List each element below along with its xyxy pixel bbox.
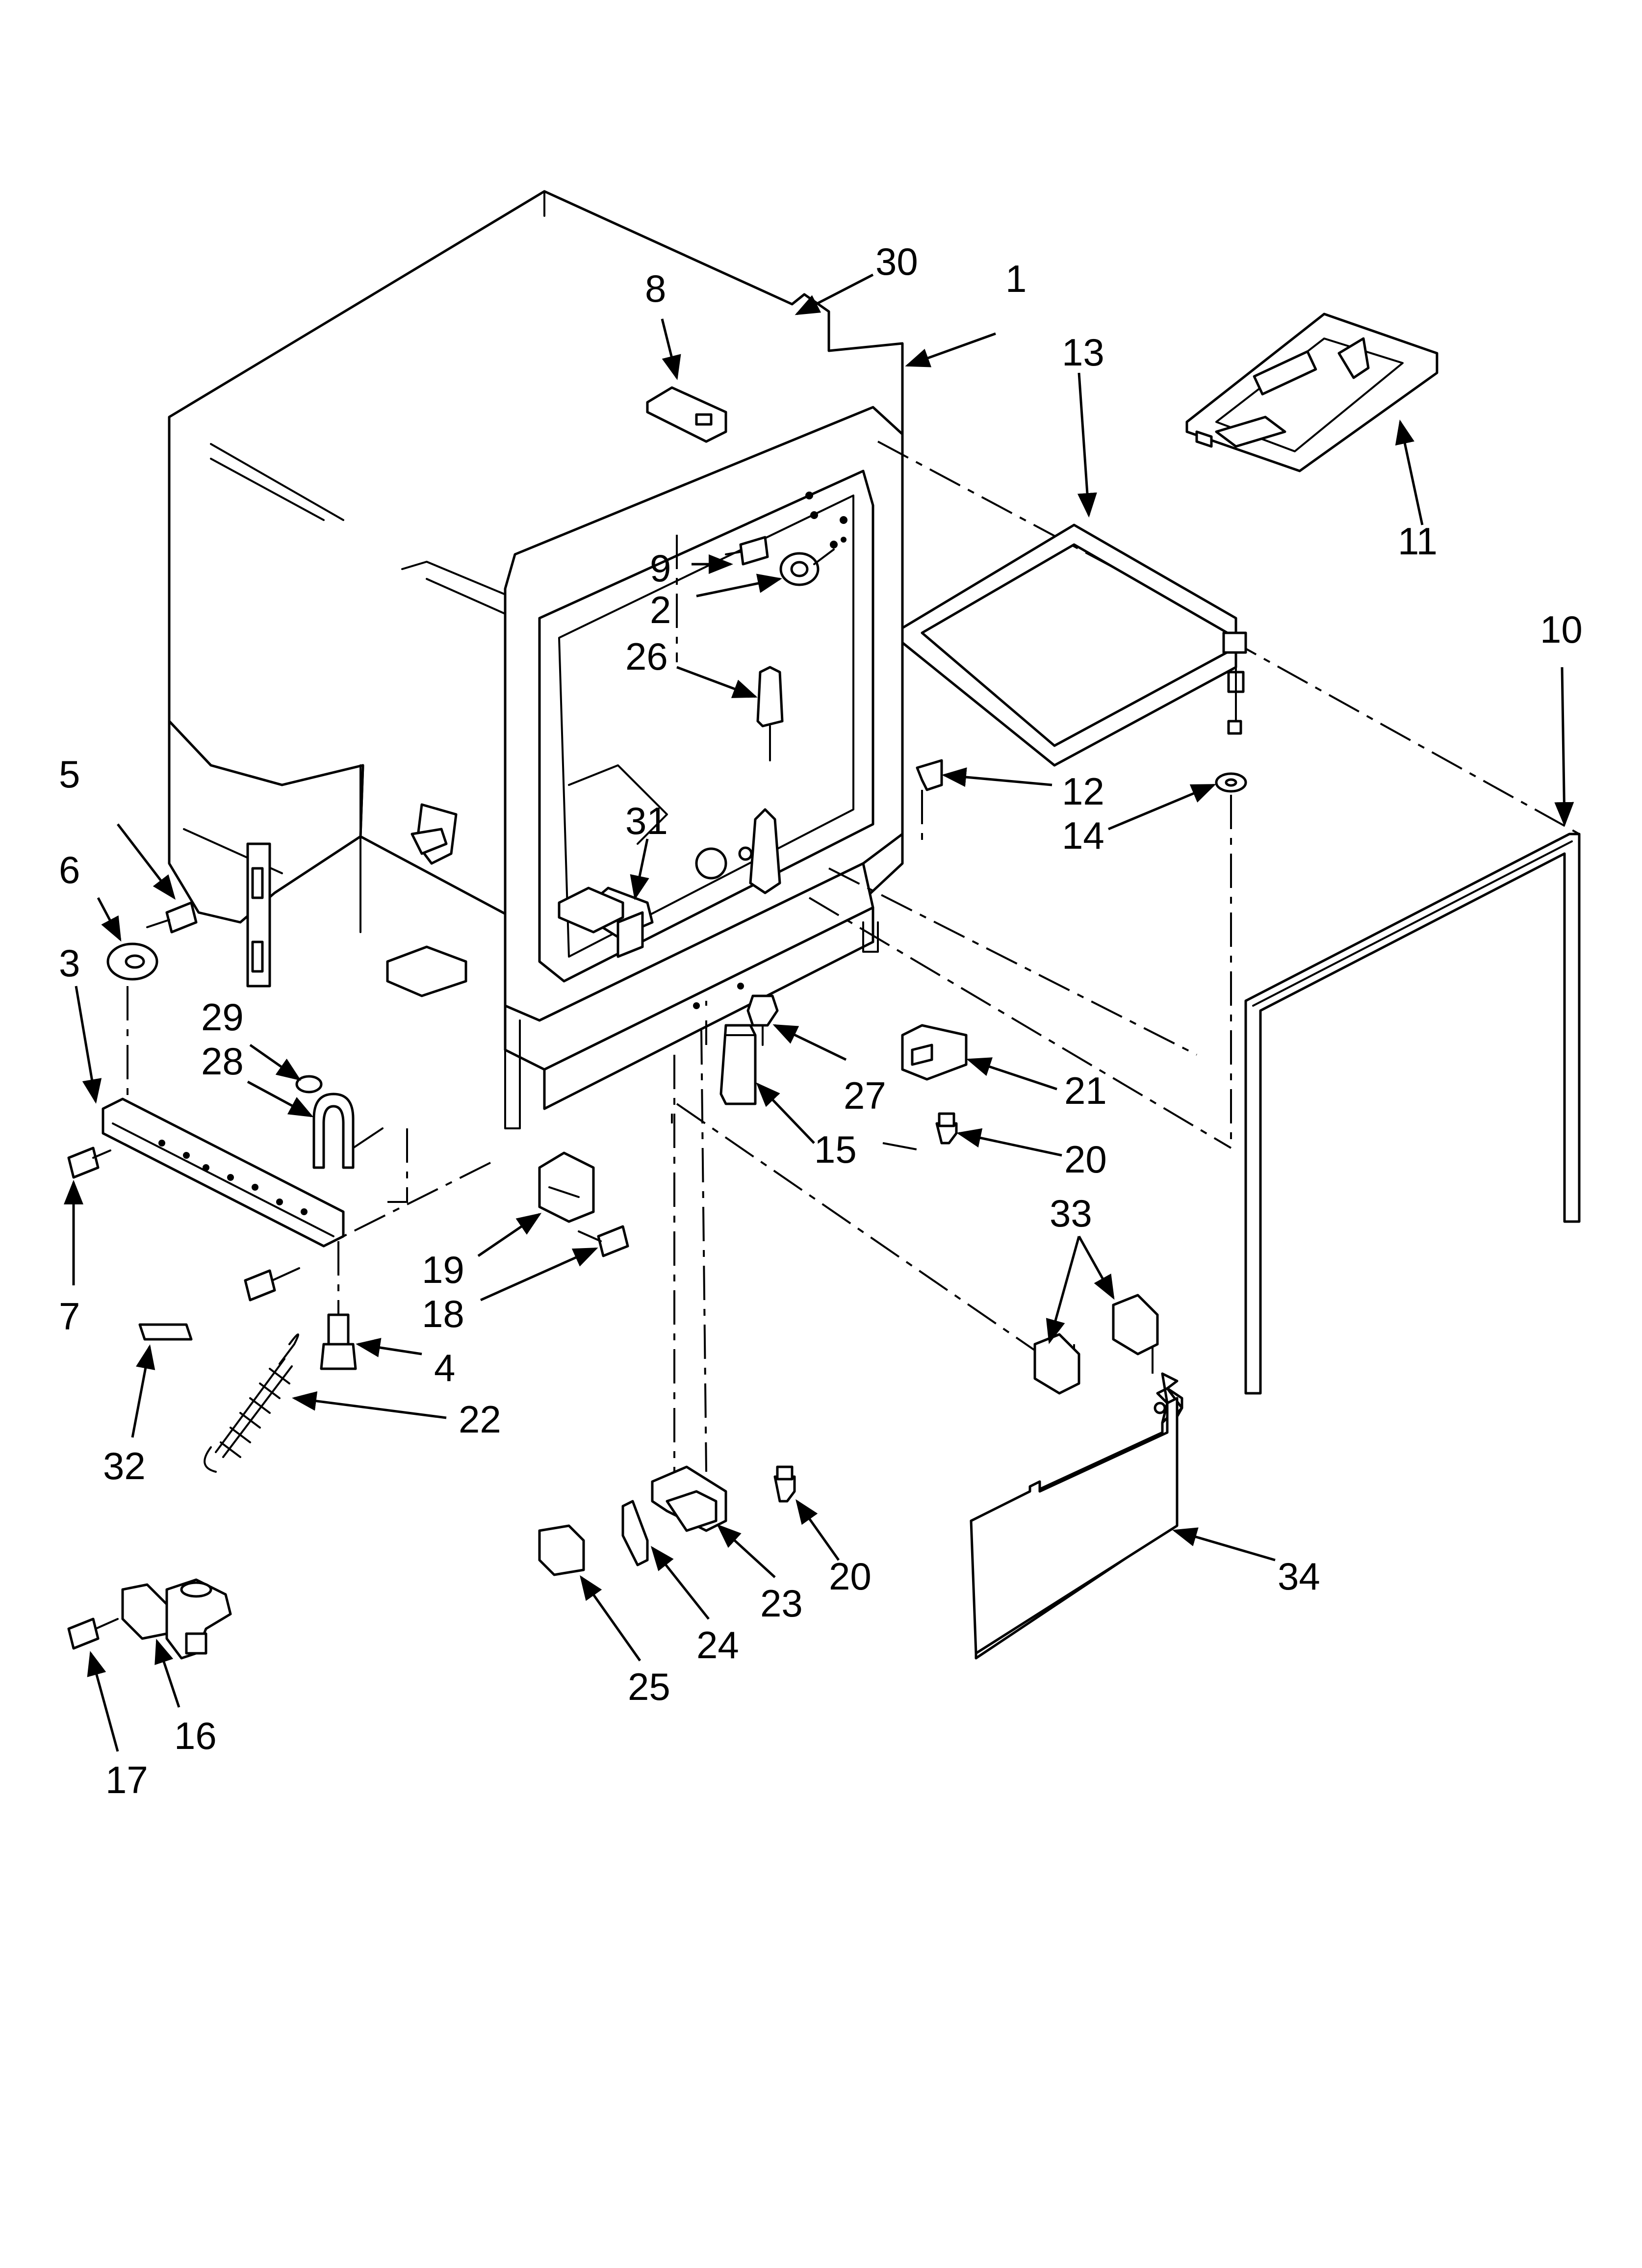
callout-16: 16 <box>174 1714 217 1757</box>
clip-part-8 <box>646 386 727 443</box>
callout-29: 29 <box>201 995 244 1039</box>
callout-6: 6 <box>59 848 80 891</box>
callout-23: 23 <box>760 1582 803 1625</box>
bracket-part-31 <box>558 886 624 934</box>
washer-part-14 <box>1215 772 1247 793</box>
spring-part-22 <box>204 1333 299 1473</box>
nut-part-27 <box>746 994 779 1046</box>
callout-7: 7 <box>59 1295 80 1338</box>
side-bracket-left <box>246 842 271 988</box>
hinge-part-19 <box>538 1151 595 1223</box>
latch-bracket-part-23 <box>651 1465 727 1532</box>
screw-part-17 <box>67 1617 119 1650</box>
callout-8: 8 <box>645 267 666 310</box>
callout-4: 4 <box>434 1346 455 1389</box>
callout-5: 5 <box>59 753 80 796</box>
hinge-clip-part-33-left <box>1033 1333 1080 1395</box>
callout-20-lower: 20 <box>829 1555 872 1598</box>
callout-13: 13 <box>1062 331 1104 374</box>
callout-18: 18 <box>422 1292 464 1335</box>
screw-part-20-upper <box>935 1112 958 1145</box>
callout-17: 17 <box>105 1758 148 1801</box>
screw-part-7 <box>67 1147 111 1179</box>
callout-28: 28 <box>201 1040 244 1083</box>
door-latch-part-21 <box>901 1024 968 1081</box>
hinge-clip-part-33-right <box>1112 1294 1159 1356</box>
callout-34: 34 <box>1278 1555 1320 1598</box>
callout-1: 1 <box>1005 257 1026 300</box>
callout-3: 3 <box>59 941 80 985</box>
spray-arm-part-26 <box>756 666 784 761</box>
vent-part-11 <box>1185 313 1438 472</box>
callout-19: 19 <box>422 1248 464 1291</box>
seal-strip-part-10 <box>1244 833 1581 1395</box>
lever-part-24 <box>621 1500 649 1566</box>
callout-31: 31 <box>625 799 668 842</box>
screw-part-18 <box>578 1225 629 1257</box>
callout-26: 26 <box>625 635 668 678</box>
bracket-lower-left <box>386 945 467 997</box>
callout-25: 25 <box>628 1665 670 1708</box>
screw-part-5 <box>146 901 198 934</box>
callout-30: 30 <box>875 240 918 283</box>
washer-part-6 <box>106 942 158 981</box>
callout-32: 32 <box>103 1444 146 1487</box>
callout-20-upper: 20 <box>1064 1138 1107 1181</box>
label-part-32 <box>138 1323 193 1341</box>
nut-part-2 <box>779 548 835 586</box>
callout-9: 9 <box>650 547 671 590</box>
callout-21: 21 <box>1064 1069 1107 1112</box>
callout-15: 15 <box>814 1128 857 1171</box>
mounting-rail-part-3 <box>102 1097 345 1248</box>
callout-24: 24 <box>696 1623 739 1667</box>
drain-hose-part-28 <box>312 1093 384 1169</box>
heating-element-part-13 <box>901 523 1247 767</box>
clamp-part-29 <box>295 1075 323 1094</box>
callout-22: 22 <box>459 1398 501 1441</box>
screw-part-20-lower <box>773 1465 796 1503</box>
callout-27: 27 <box>844 1074 886 1117</box>
callout-33: 33 <box>1050 1192 1092 1235</box>
clip-part-12 <box>916 759 943 791</box>
spacer-part-15 <box>719 1024 757 1105</box>
screw-lower <box>244 1267 300 1302</box>
leveling-leg-part-4 <box>320 1313 357 1370</box>
leader-arrows <box>64 273 1574 1752</box>
callout-11: 11 <box>1398 520 1437 563</box>
water-valve-part-16 <box>121 1578 232 1660</box>
callout-14: 14 <box>1062 814 1104 857</box>
callout-2: 2 <box>650 588 671 631</box>
callout-12: 12 <box>1062 770 1104 813</box>
callout-10: 10 <box>1540 608 1583 651</box>
hose-clip-left <box>410 803 458 865</box>
screw-part-9 <box>725 536 769 566</box>
cover-part-25 <box>538 1524 585 1576</box>
callout-labels: 30 1 8 13 11 9 2 26 10 5 6 31 12 14 3 29… <box>59 240 1583 1801</box>
access-panel-part-34 <box>970 1372 1183 1660</box>
